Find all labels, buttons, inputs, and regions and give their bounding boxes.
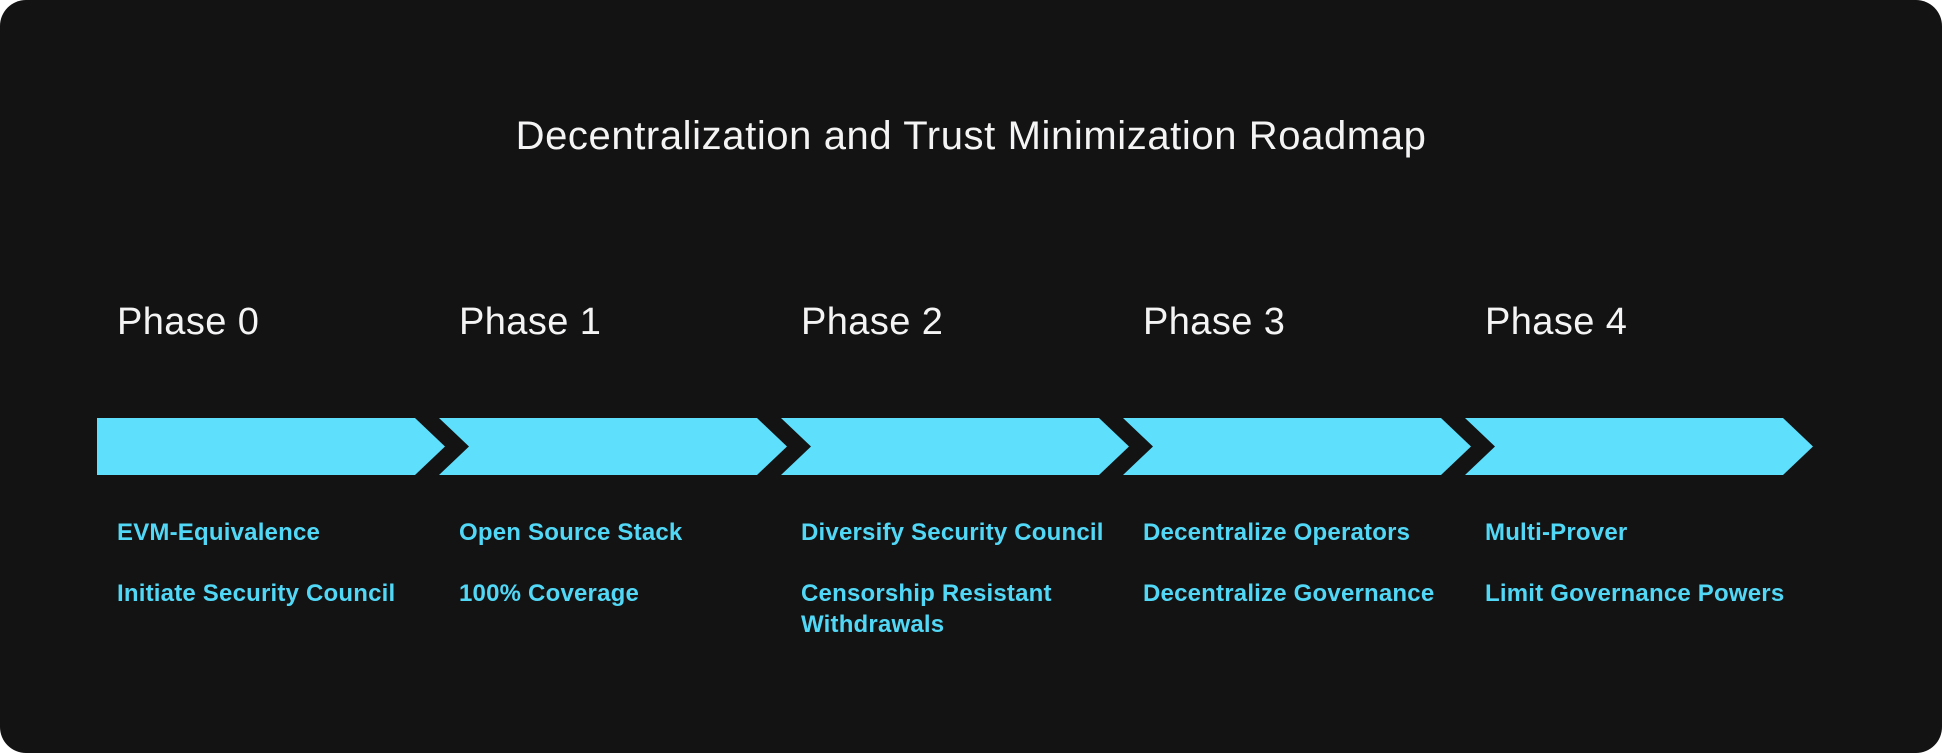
timeline-arrow [97, 418, 1813, 475]
roadmap-item: Censorship Resistant Withdrawals [801, 580, 1052, 638]
roadmap-item: Decentralize Governance [1143, 580, 1435, 607]
phase-label: Phase 0 [117, 301, 260, 343]
phase-label: Phase 3 [1143, 301, 1286, 343]
phase-labels-row: Phase 0 Phase 1 Phase 2 Phase 3 Phase 4 [117, 303, 1827, 341]
phase-label: Phase 1 [459, 301, 602, 343]
roadmap-item: Open Source Stack [459, 519, 683, 546]
timeline-arrow-segment [97, 418, 445, 475]
roadmap-item: Multi-Prover [1485, 519, 1628, 546]
roadmap-item: Initiate Security Council [117, 580, 396, 607]
phase-label: Phase 2 [801, 301, 944, 343]
timeline-arrow-segment [781, 418, 1129, 475]
phase-column: Open Source Stack 100% Coverage [459, 517, 801, 639]
timeline-arrow-segment [439, 418, 787, 475]
roadmap-item: Diversify Security Council [801, 519, 1104, 546]
page-title: Decentralization and Trust Minimization … [515, 114, 1427, 158]
timeline-arrow-segment [1123, 418, 1471, 475]
roadmap-item: 100% Coverage [459, 580, 640, 607]
roadmap-item: EVM-Equivalence [117, 519, 321, 546]
roadmap-item: Decentralize Operators [1143, 519, 1411, 546]
phase-label: Phase 4 [1485, 301, 1628, 343]
roadmap-item: Limit Governance Powers [1485, 580, 1785, 607]
timeline-arrow-segment [1465, 418, 1813, 475]
